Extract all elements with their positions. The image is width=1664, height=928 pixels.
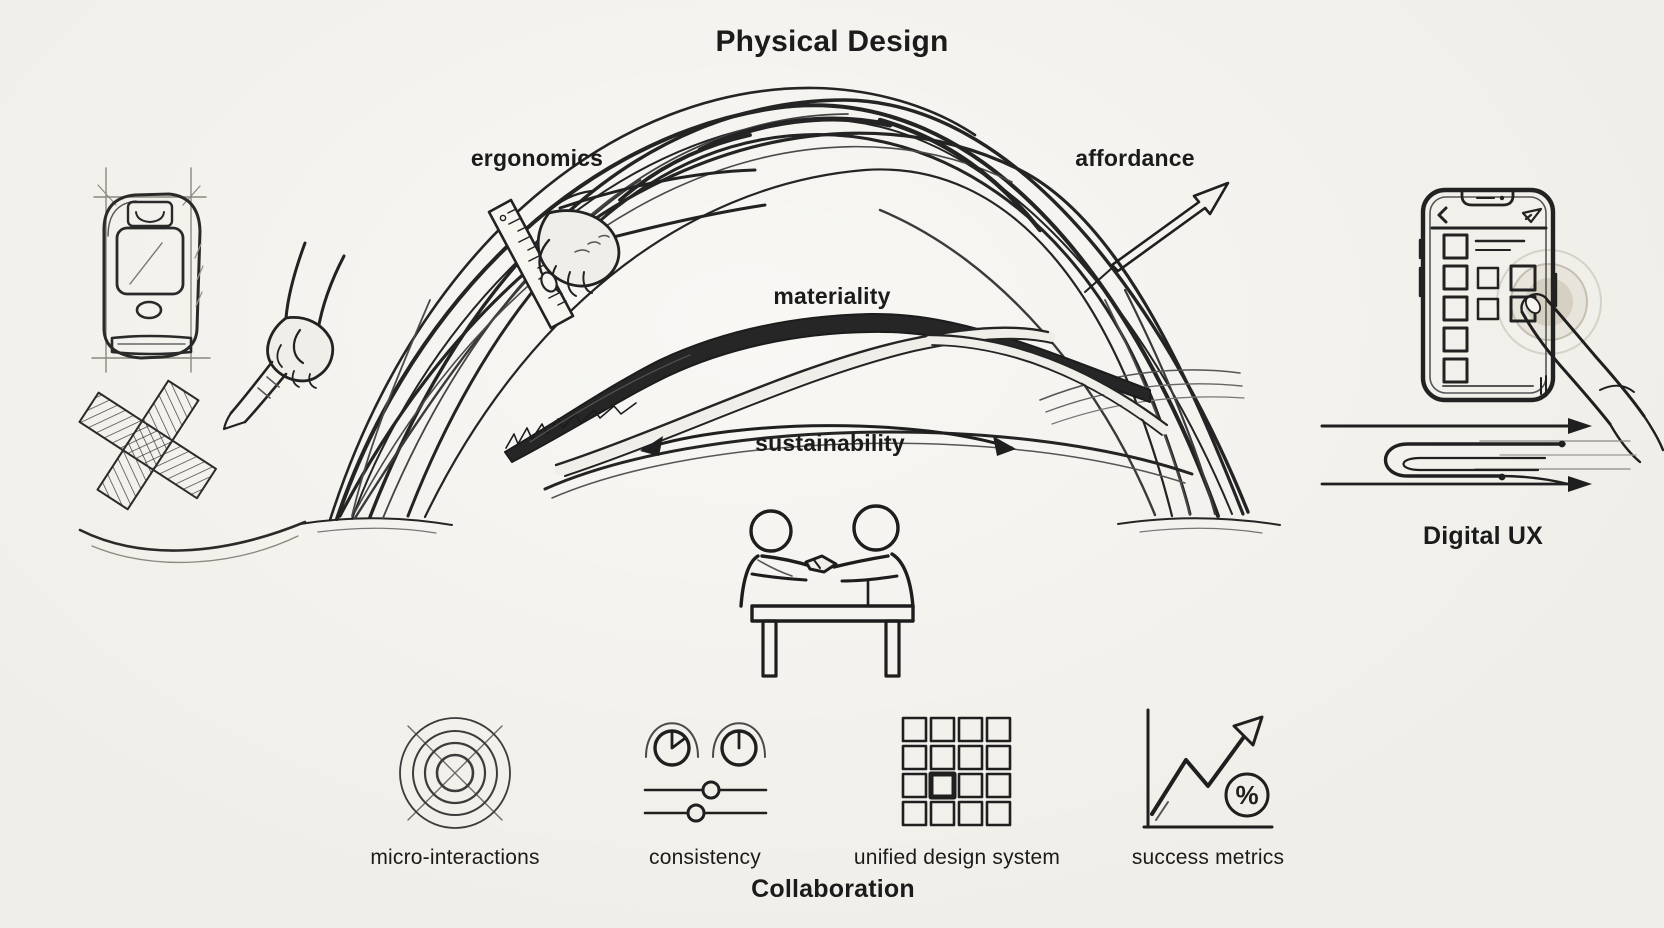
knobs-and-sliders-icon — [643, 722, 768, 823]
label-sustainability: sustainability — [755, 430, 905, 456]
label-ergonomics: ergonomics — [470, 145, 604, 171]
send-icon — [1521, 207, 1543, 224]
tapping-finger-sketch — [1520, 293, 1664, 464]
checkbox-icon — [1476, 266, 1500, 290]
curve-line-sketch — [78, 520, 307, 564]
checkbox-icon — [1476, 297, 1500, 321]
highlighted-module-cell — [928, 771, 957, 800]
hand-holding-tool-sketch — [222, 241, 346, 431]
outline-arrow-sketch — [1084, 181, 1230, 293]
checkbox-icon — [1442, 326, 1469, 353]
checkbox-icon — [1442, 357, 1469, 384]
label-unified-design-system: unified design system — [853, 846, 1061, 869]
label-digital-ux: Digital UX — [1422, 522, 1544, 550]
ruler-measuring-hand-sketch — [487, 168, 767, 330]
double-arrow-sketch — [640, 424, 1016, 456]
smartphone-ui-sketch — [1418, 187, 1558, 403]
percent-glyph: % — [1235, 780, 1258, 810]
flip-phone-sketch — [91, 167, 211, 373]
back-chevron-icon — [1437, 206, 1448, 224]
label-consistency: consistency — [649, 846, 761, 869]
checkbox-icon — [1442, 264, 1469, 291]
growth-chart-icon: % — [1142, 708, 1274, 829]
label-micro-interactions: micro-interactions — [370, 846, 540, 869]
label-materiality: materiality — [773, 283, 891, 309]
checkbox-icon — [1442, 233, 1469, 260]
page-title: Physical Design — [715, 25, 949, 58]
label-affordance: affordance — [1075, 145, 1195, 171]
user-flow-arrows-sketch — [1320, 418, 1637, 492]
module-grid-icon — [901, 716, 1012, 827]
checkbox-icon — [1442, 295, 1469, 322]
label-success-metrics: success metrics — [1131, 846, 1285, 869]
crossed-material-swatch-sketch — [78, 379, 217, 511]
ripple-rings-icon — [399, 717, 511, 829]
label-collaboration: Collaboration — [751, 875, 915, 903]
checkbox-icon — [1509, 264, 1537, 292]
textured-branch-sketch — [504, 312, 1170, 477]
handshake-table-sketch — [739, 504, 915, 678]
